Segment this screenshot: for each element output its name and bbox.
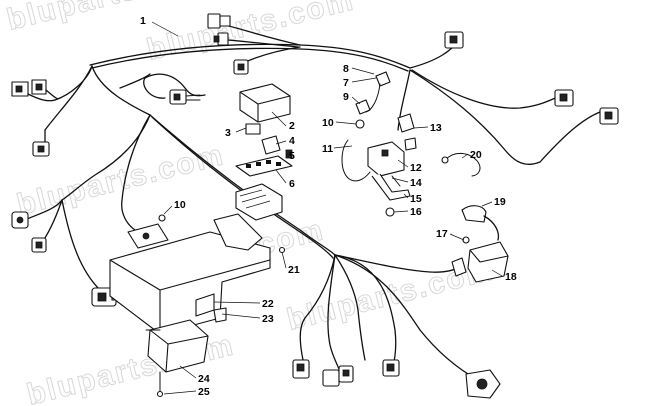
callout-10-upper: 10 [322,117,334,129]
callout-13: 13 [430,122,442,134]
connector-bottom-3 [382,359,400,377]
connector-bottom-4 [465,369,501,399]
svg-text:bluparts.com: bluparts.com [144,0,358,67]
connector-bottom-1 [292,359,310,379]
tray-assembly [109,213,286,335]
callout-15: 15 [410,193,422,205]
callout-14: 14 [410,177,422,189]
connector-right-1 [554,89,574,107]
connector-left-2 [32,129,50,157]
connector-top-3 [233,59,249,75]
callout-23: 23 [262,313,274,325]
main-harness [24,23,601,381]
callout-17: 17 [436,228,448,240]
callout-24: 24 [198,373,210,385]
callout-25: 25 [198,386,210,398]
callout-10-lower: 10 [174,199,186,211]
connector-top-right [444,31,464,49]
callout-labels: 1 2 3 4 5 6 7 8 9 10 10 11 12 13 14 15 1… [140,15,517,398]
callout-16: 16 [410,206,422,218]
callout-3: 3 [225,127,231,139]
connector-left-4 [31,237,47,253]
connector-top-2 [213,32,229,46]
callout-20: 20 [470,149,482,161]
ignition-coil-assembly [451,205,509,283]
leader-lines [151,21,503,395]
callout-6: 6 [289,178,295,190]
cdi-module [145,319,209,398]
connector-bottom-2 [322,365,354,387]
callout-9: 9 [343,91,349,103]
relay-solenoid-assembly [341,71,481,217]
fuse-box-assembly [235,83,293,221]
connector-top-1 [207,13,231,29]
connector-left-3 [11,211,29,229]
callout-5: 5 [289,150,295,162]
callout-8: 8 [343,63,349,75]
callout-22: 22 [262,298,274,310]
callout-2: 2 [289,120,295,132]
connector-left-pair [11,79,59,102]
connector-right-2 [599,107,619,125]
callout-19: 19 [494,196,506,208]
connector-mid-plug [169,89,201,105]
callout-1: 1 [140,15,146,27]
callout-12: 12 [410,162,422,174]
connectors [11,13,619,399]
callout-11: 11 [322,143,333,155]
callout-18: 18 [505,271,517,283]
callout-4: 4 [289,135,295,147]
callout-21: 21 [288,264,300,276]
callout-7: 7 [343,77,349,89]
